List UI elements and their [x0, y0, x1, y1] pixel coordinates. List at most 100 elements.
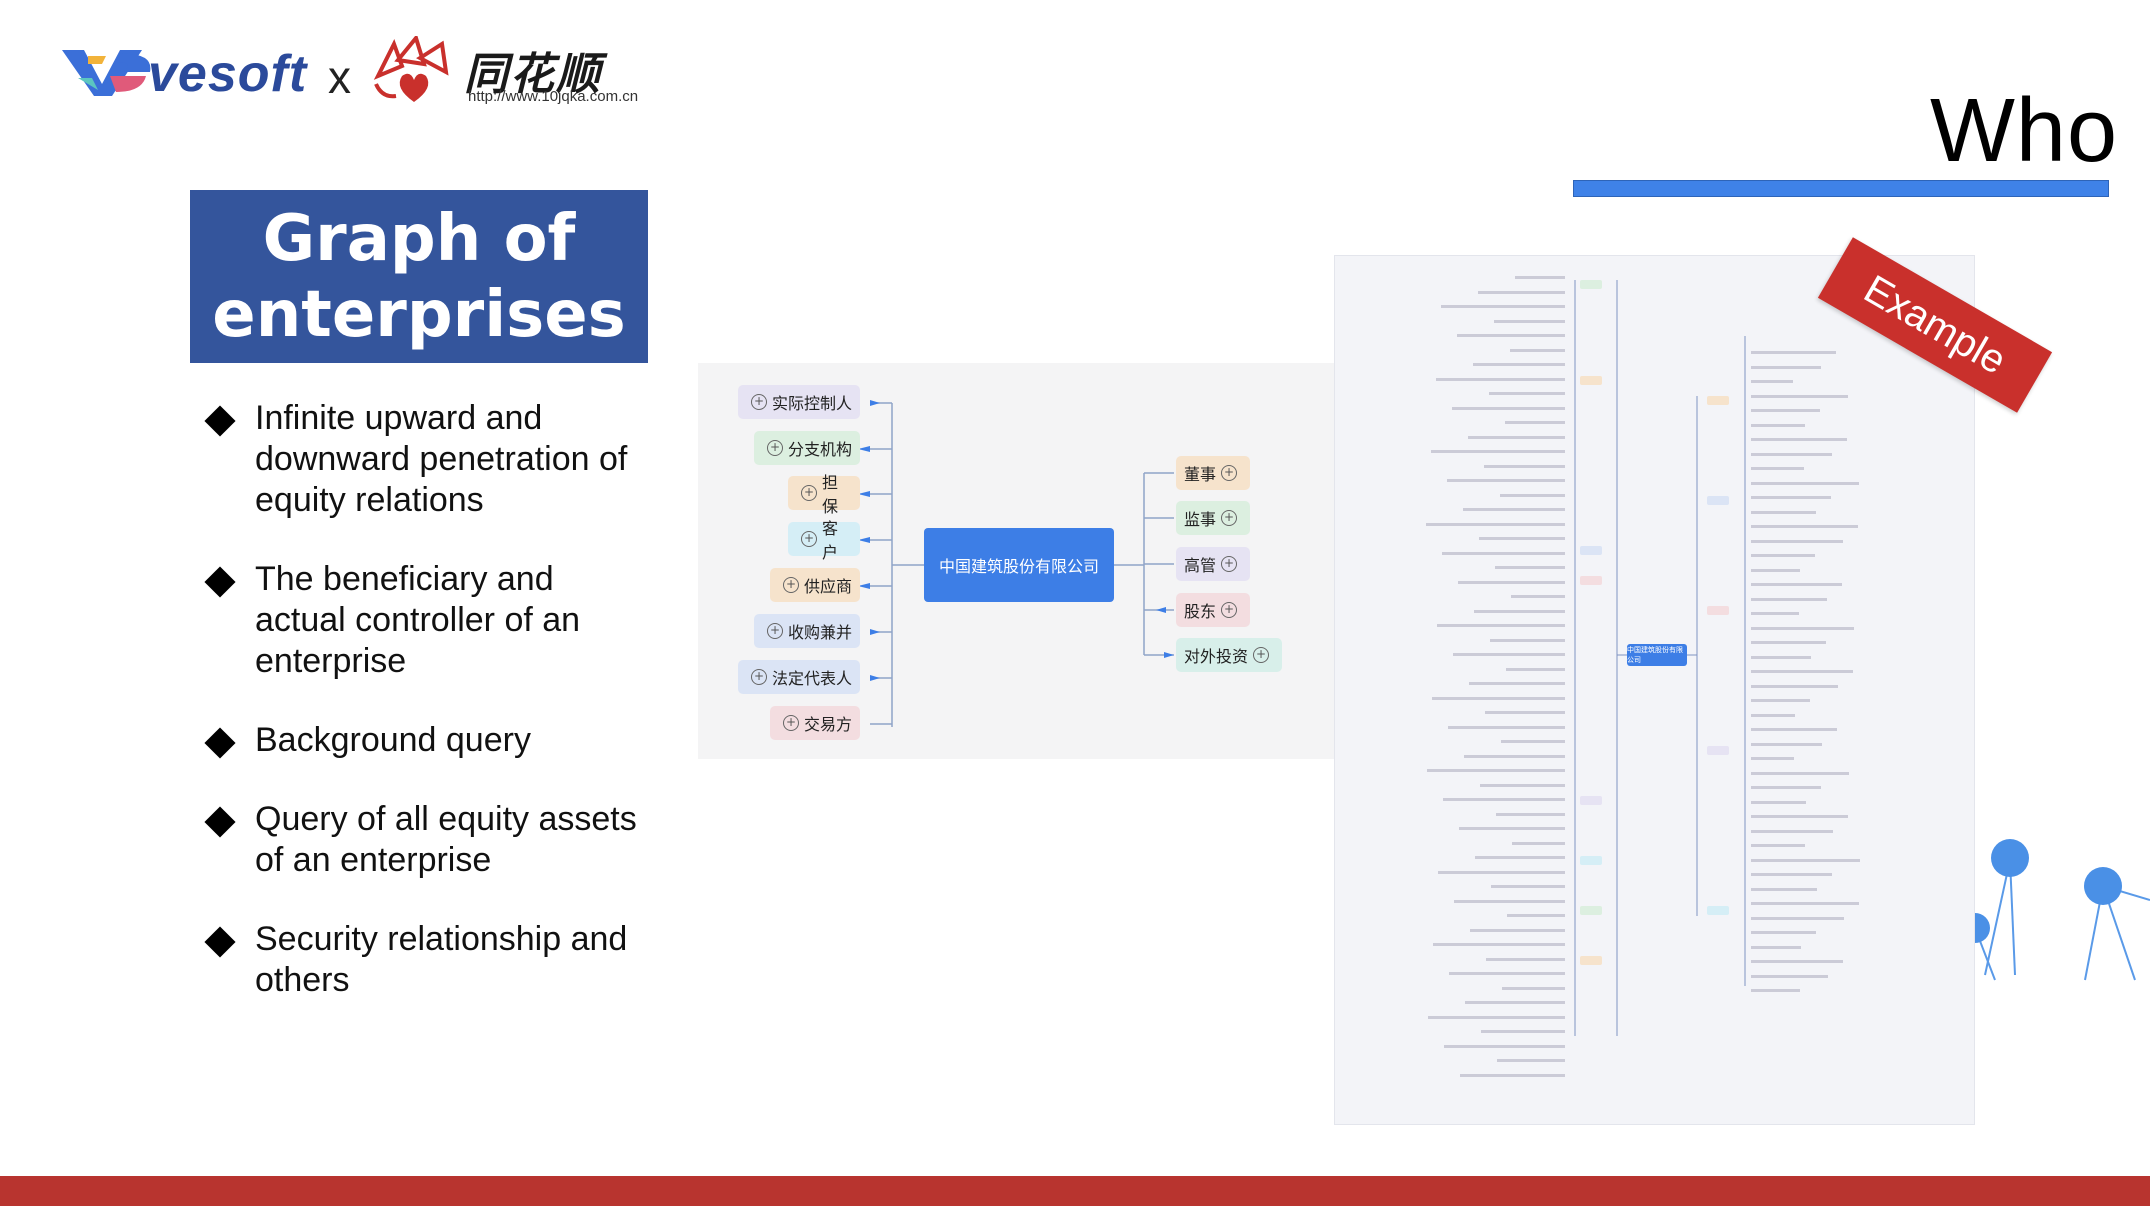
tree-leaf-line: [1460, 1073, 1565, 1077]
plus-circle-icon[interactable]: +: [783, 577, 799, 593]
plus-circle-icon[interactable]: +: [1221, 465, 1237, 481]
tree-leaf-line: [1506, 667, 1565, 671]
tonghuashun-url[interactable]: http://www.10jqka.com.cn: [468, 88, 639, 105]
tree-leaf-line: [1751, 786, 1821, 789]
footer-bar: [0, 1176, 2150, 1206]
mindmap-node-counterparty[interactable]: + 交易方: [770, 706, 860, 740]
tree-leaf-line: [1441, 305, 1565, 308]
tree-leaf-line: [1751, 858, 1860, 862]
tree-leaf-line: [1751, 815, 1848, 818]
tree-branch-tag[interactable]: [1580, 576, 1602, 585]
tree-branch-tag[interactable]: [1580, 906, 1602, 915]
plus-circle-icon[interactable]: +: [1253, 647, 1269, 663]
tree-leaf-line: [1437, 624, 1565, 627]
tree-leaf-line: [1751, 728, 1837, 731]
mindmap-center-node[interactable]: 中国建筑股份有限公司: [924, 528, 1114, 602]
mindmap-node-acquisition[interactable]: + 收购兼并: [754, 614, 860, 648]
tree-branch-tag[interactable]: [1707, 906, 1729, 915]
mindmap-node-label: 客户: [822, 519, 839, 562]
plus-circle-icon[interactable]: +: [1221, 510, 1237, 526]
tree-branch-tag[interactable]: [1580, 546, 1602, 555]
tree-leaf-line: [1751, 525, 1858, 528]
tree-leaf-line: [1511, 595, 1565, 598]
tree-leaf-line: [1426, 522, 1565, 526]
plus-circle-icon[interactable]: +: [801, 531, 817, 547]
tree-leaf-line: [1464, 754, 1565, 758]
tree-leaf-line: [1454, 899, 1565, 903]
tree-leaf-line: [1458, 580, 1565, 584]
mindmap-node-supervisors[interactable]: 监事 +: [1176, 501, 1250, 535]
tree-leaf-line: [1480, 783, 1565, 787]
list-item-text: Query of all equity assets of an enterpr…: [255, 800, 637, 879]
tree-leaf-line: [1463, 508, 1565, 511]
mindmap-node-label: 收购兼并: [788, 623, 853, 642]
tree-branch-tag[interactable]: [1707, 606, 1729, 615]
tree-leaf-line: [1494, 319, 1565, 323]
mindmap-node-label: 高管: [1184, 556, 1217, 575]
mindmap-node-branches[interactable]: + 分支机构: [754, 431, 860, 465]
plus-circle-icon[interactable]: +: [751, 669, 767, 685]
tree-leaf-line: [1436, 377, 1565, 381]
tree-leaf-line: [1431, 450, 1565, 453]
tree-branch-tag[interactable]: [1707, 396, 1729, 405]
tree-branch-tag[interactable]: [1580, 280, 1602, 289]
mindmap-node-directors[interactable]: 董事 +: [1176, 456, 1250, 490]
tree-branch-tag[interactable]: [1580, 376, 1602, 385]
enterprise-graph-screenshot: 中国建筑股份有限公司: [1334, 255, 1975, 1125]
tree-leaf-line: [1751, 887, 1817, 891]
list-item: Background query: [204, 720, 645, 761]
plus-circle-icon[interactable]: +: [751, 394, 767, 410]
diamond-bullet-icon: [204, 405, 236, 437]
tree-leaf-line: [1490, 638, 1565, 642]
tree-leaf-line: [1501, 740, 1565, 743]
plus-circle-icon[interactable]: +: [767, 623, 783, 639]
list-item-text: Infinite upward and downward penetration…: [255, 399, 628, 519]
diamond-bullet-icon: [204, 727, 236, 759]
mindmap-node-actual-controller[interactable]: + 实际控制人: [738, 385, 860, 419]
tree-leaf-line: [1502, 986, 1565, 990]
tree-leaf-line: [1751, 409, 1820, 412]
mindmap-node-shareholders[interactable]: 股东 +: [1176, 593, 1250, 627]
tree-branch-tag[interactable]: [1580, 796, 1602, 805]
tree-leaf-line: [1432, 696, 1565, 700]
mindmap-node-guarantee[interactable]: + 担保: [788, 473, 860, 516]
decorative-network-icon: [1975, 839, 2150, 981]
tree-leaf-line: [1751, 902, 1859, 905]
tree-leaf-line: [1751, 655, 1811, 659]
tree-leaf-line: [1751, 974, 1828, 978]
tree-leaf-line: [1505, 421, 1565, 424]
tree-leaf-line: [1433, 943, 1565, 946]
plus-circle-icon[interactable]: +: [1221, 602, 1237, 618]
tonghuashun-logo-icon: [373, 36, 449, 102]
tree-branch-tag[interactable]: [1580, 956, 1602, 965]
mindmap-node-legal-rep[interactable]: + 法定代表人: [738, 660, 860, 694]
tree-leaf-line: [1751, 568, 1800, 572]
tree-leaf-line: [1484, 464, 1565, 468]
tree-leaf-line: [1452, 406, 1565, 410]
tree-leaf-line: [1469, 682, 1565, 685]
plus-circle-icon[interactable]: +: [783, 715, 799, 731]
plus-circle-icon[interactable]: +: [1221, 556, 1237, 572]
tree-center-node[interactable]: 中国建筑股份有限公司: [1627, 644, 1687, 666]
tree-leaf-line: [1751, 394, 1848, 398]
mindmap-node-investments[interactable]: 对外投资 +: [1176, 638, 1282, 672]
tree-branch-tag[interactable]: [1707, 746, 1729, 755]
tree-leaf-line: [1491, 885, 1565, 888]
tree-leaf-line: [1751, 757, 1794, 760]
tree-leaf-line: [1481, 1030, 1565, 1033]
plus-circle-icon[interactable]: +: [801, 485, 817, 501]
diamond-bullet-icon: [204, 566, 236, 598]
mindmap-node-supplier[interactable]: + 供应商: [770, 568, 860, 602]
collaboration-x: x: [328, 51, 351, 103]
plus-circle-icon[interactable]: +: [767, 440, 783, 456]
mindmap-node-label: 供应商: [804, 577, 853, 596]
list-item: The beneficiary and actual controller of…: [204, 559, 645, 682]
tree-leaf-line: [1428, 1015, 1565, 1019]
list-item: Security relationship and others: [204, 919, 645, 1001]
tree-leaf-line: [1457, 334, 1565, 337]
tree-branch-tag[interactable]: [1580, 856, 1602, 865]
mindmap-node-executives[interactable]: 高管 +: [1176, 547, 1250, 581]
mindmap-node-customer[interactable]: + 客户: [788, 519, 860, 562]
tree-leaf-line: [1751, 916, 1844, 920]
tree-branch-tag[interactable]: [1707, 496, 1729, 505]
